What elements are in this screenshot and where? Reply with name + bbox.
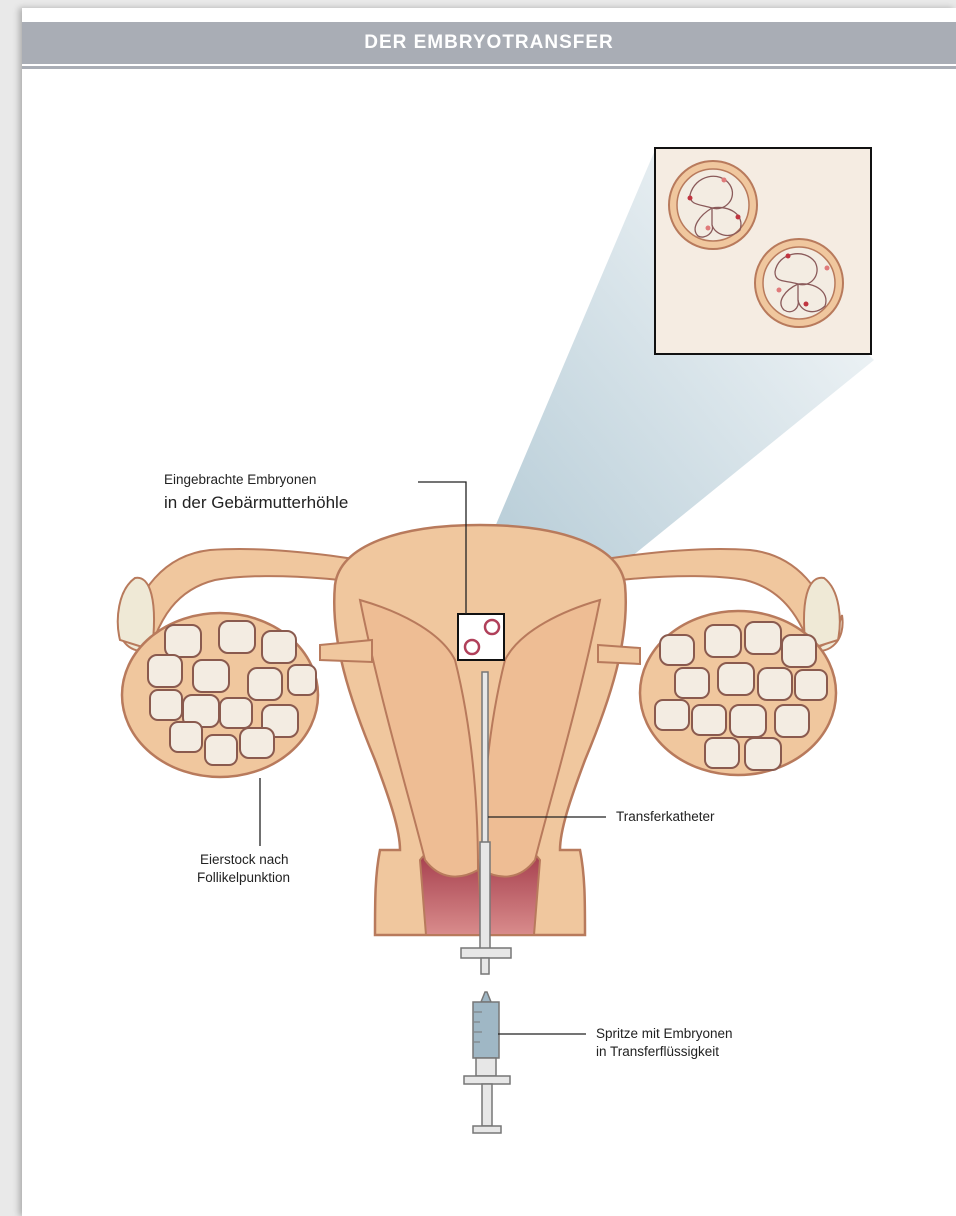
catheter-hub (461, 948, 511, 958)
embryos-label-line2: in der Gebärmutterhöhle (164, 492, 348, 514)
syringe-label-line1: Spritze mit Embryonen (596, 1025, 733, 1043)
syringe (464, 992, 510, 1133)
ovarian-ligament-right (598, 645, 640, 664)
embryo-inset (655, 148, 871, 354)
syringe-label-line2: in Transferflüssigkeit (596, 1043, 719, 1061)
transfer-catheter (482, 672, 488, 844)
ovary-left (122, 613, 318, 777)
ovary-label-line1: Eierstock nach (200, 851, 289, 869)
ovary-right (640, 611, 836, 775)
ovarian-ligament-left (320, 640, 372, 662)
embryo-marker (458, 614, 504, 660)
catheter-sheath (480, 842, 490, 950)
embryo-cell-2 (755, 239, 843, 327)
embryos-label-line1: Eingebrachte Embryonen (164, 471, 316, 489)
embryo-cell-1 (669, 161, 757, 249)
catheter-label: Transferkatheter (616, 808, 715, 826)
ovary-label-line2: Follikelpunktion (197, 869, 290, 887)
catheter-connector (481, 958, 489, 974)
